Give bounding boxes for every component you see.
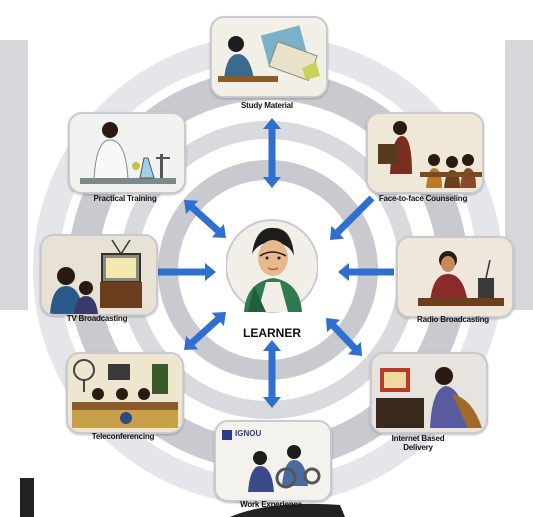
arrows-group xyxy=(158,118,394,408)
left-bar xyxy=(0,40,28,310)
learner-label: LEARNER xyxy=(242,326,301,340)
arrow-face-to-face xyxy=(330,195,375,240)
workshop-icon xyxy=(216,422,330,500)
internet-node xyxy=(370,352,488,434)
learner-node xyxy=(226,216,318,326)
practical-label: Practical Training xyxy=(93,194,157,203)
reading-at-desk-icon xyxy=(212,18,326,96)
arrow-radio xyxy=(338,263,394,281)
classroom-counseling-icon xyxy=(368,114,482,192)
teleconference-icon xyxy=(68,354,182,432)
woman-portrait-icon xyxy=(226,219,318,313)
face-to-face-label-text: Face-to-face Counseling xyxy=(378,194,468,203)
bottom-black-mark xyxy=(20,478,34,517)
arrow-tv xyxy=(158,263,216,281)
tv-viewers-icon xyxy=(42,236,156,314)
radio-label: Radio Broadcasting xyxy=(417,315,489,324)
tele-label: Teleconferencing xyxy=(91,432,155,441)
lab-scientist-icon xyxy=(70,114,184,192)
arrow-practical xyxy=(184,200,226,238)
face-to-face-node xyxy=(366,112,484,194)
radio-listener-icon xyxy=(398,238,512,316)
work-node: IGNOU xyxy=(214,420,332,502)
study-material-node xyxy=(210,16,328,98)
tele-node xyxy=(66,352,184,434)
bottom-black-curve xyxy=(230,503,345,517)
radio-node xyxy=(396,236,514,318)
arrow-study-material xyxy=(263,118,281,188)
practical-node xyxy=(68,112,186,194)
arrow-internet xyxy=(326,318,362,356)
tv-label: TV Broadcasting xyxy=(66,314,128,323)
computer-user-icon xyxy=(372,354,486,432)
ignou-logo-text: IGNOU xyxy=(235,429,262,438)
work-label: Work Experience xyxy=(240,500,302,509)
face-to-face-label: Face-to-face Counseling xyxy=(358,194,488,203)
arrow-tele xyxy=(184,312,226,350)
study-material-label: Study Material xyxy=(241,101,293,110)
internet-label: Internet Based Delivery xyxy=(391,434,445,452)
tv-node xyxy=(40,234,158,316)
arrow-work xyxy=(263,340,281,408)
